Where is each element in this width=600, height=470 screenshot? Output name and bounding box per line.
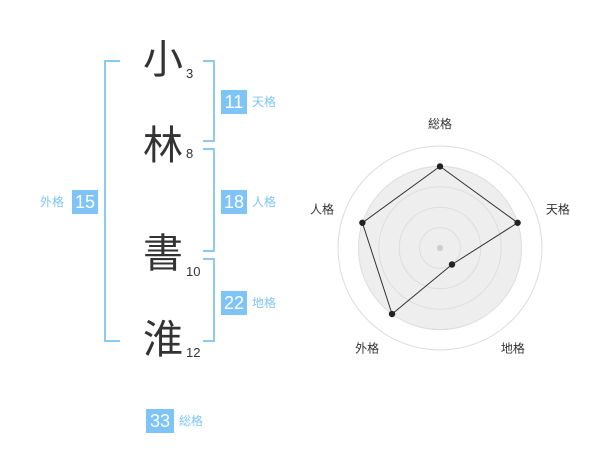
name-char-3: 書 [143, 231, 183, 277]
radar-axis-label: 天格 [546, 202, 570, 217]
radar-axis-label: 外格 [355, 340, 379, 355]
radar-point-2 [448, 261, 456, 268]
radar-point-1 [514, 219, 521, 226]
tenkaku-label: 天格 [252, 95, 277, 109]
gaikaku-bracket [104, 60, 120, 342]
chikaku-bracket [203, 258, 215, 342]
tenkaku-bracket [203, 60, 215, 142]
radar-point-4 [359, 219, 366, 226]
chikaku-label: 地格 [252, 296, 277, 310]
radar-axis-label: 総格 [428, 116, 452, 131]
stroke-count-4: 12 [186, 345, 201, 360]
chikaku-value: 22 [221, 291, 247, 315]
gaikaku-value: 15 [72, 190, 98, 214]
stroke-count-2: 8 [186, 146, 194, 161]
jinkaku-value: 18 [221, 190, 247, 214]
radar-ring-5 [337, 145, 543, 351]
radar-axis-label: 人格 [310, 202, 334, 217]
soukaku-value: 33 [146, 409, 174, 433]
name-char-1: 小 [143, 37, 183, 83]
jinkaku-label: 人格 [252, 195, 277, 209]
name-char-4: 淮 [143, 317, 183, 363]
gaikaku-label: 外格 [40, 195, 65, 209]
tenkaku-value: 11 [221, 90, 247, 114]
stroke-count-3: 10 [186, 264, 201, 279]
stroke-count-1: 3 [186, 66, 194, 81]
soukaku-label: 総格 [179, 414, 204, 428]
radar-point-3 [388, 310, 396, 318]
jinkaku-bracket [203, 148, 215, 252]
radar-center-dot [437, 245, 443, 251]
name-char-2: 林 [143, 123, 183, 169]
radar-axis-label: 地格 [501, 340, 525, 355]
radar-point-0 [436, 163, 444, 170]
radar-data-polygon [361, 165, 519, 315]
